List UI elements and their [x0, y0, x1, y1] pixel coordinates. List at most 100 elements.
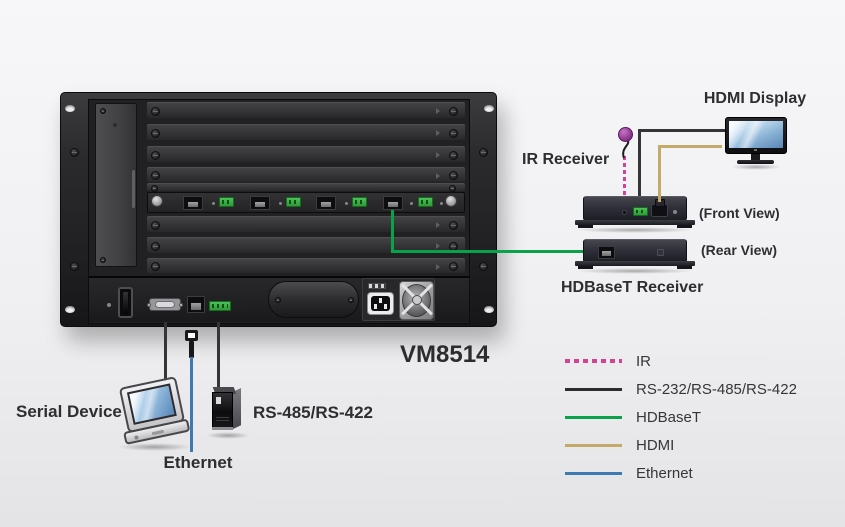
db9-post [147, 303, 151, 307]
rack-blank-slot [147, 258, 465, 273]
rack-ear-hole [65, 105, 75, 112]
hdbaset-receiver-label: HDBaseT Receiver [561, 279, 704, 296]
ethernet-plug-stem [189, 341, 194, 358]
serial-device-shadow [118, 443, 192, 451]
power-switch [118, 287, 133, 318]
slot-screw [449, 171, 458, 180]
hdbaset-cable-vertical [391, 210, 394, 252]
card-led [440, 202, 443, 205]
front-view-label: (Front View) [699, 205, 780, 221]
rack-blank-slot [147, 183, 465, 192]
slot-screw [151, 106, 160, 116]
fan-hub [412, 295, 422, 305]
receiver-foot [578, 225, 593, 228]
model-label: VM8514 [400, 341, 490, 368]
slot-screw [151, 184, 158, 192]
module-handle [132, 170, 135, 208]
slot-screw [449, 220, 458, 230]
rs485-device-label: RS-485/RS-422 [253, 403, 374, 422]
db9-serial-port [147, 298, 183, 311]
tower-front [212, 392, 233, 429]
card-thumbscrew [151, 195, 163, 207]
receiver-front-flange [575, 220, 695, 225]
slot-marker [436, 222, 440, 228]
port-led [279, 202, 282, 205]
ethernet-port [187, 296, 205, 313]
hdbaset-receiver-front [583, 196, 687, 221]
iec-pin [374, 304, 377, 309]
hdbaset-out-port [383, 196, 403, 210]
receiver-terminal-block [633, 207, 648, 216]
base-slot [151, 429, 165, 436]
legend-item: HDMI [565, 431, 797, 459]
slot-marker [436, 172, 440, 179]
legend-item: RS-232/RS-485/RS-422 [565, 375, 797, 403]
slot-screw [449, 128, 458, 138]
hdbaset-receiver-rear [583, 239, 687, 263]
bay-screw [275, 297, 281, 303]
receiver-foot [578, 266, 593, 269]
module-screw [100, 108, 106, 114]
tower-label [216, 397, 221, 404]
rack-ear-hole [484, 306, 494, 313]
tower-side [233, 388, 241, 429]
legend-label: RS-232/RS-485/RS-422 [636, 380, 797, 398]
hdbaset-out-port [316, 196, 336, 210]
db9-inner [155, 301, 175, 308]
card-terminal-block [352, 197, 367, 207]
rack-ear-hole [65, 306, 75, 313]
slot-screw [151, 128, 160, 138]
receiver-foot [677, 266, 692, 269]
port-led [212, 202, 215, 205]
iec-cavity [371, 296, 390, 311]
hdbaset-in-port [598, 246, 615, 259]
slot-screw [151, 241, 160, 251]
hdmi-cable-vertical [658, 145, 661, 202]
slot-marker [436, 108, 440, 114]
slot-screw [151, 220, 160, 230]
serial-device-label: Serial Device [16, 402, 122, 421]
ir-receiver-icon [618, 127, 633, 142]
legend-item: IR [565, 347, 797, 375]
rack-ear-screw [479, 262, 488, 271]
rs485-cable [217, 322, 220, 388]
ethernet-label: Ethernet [163, 453, 233, 472]
power-switch-rocker [123, 292, 128, 313]
legend-item: Ethernet [565, 459, 797, 487]
hdmi-display-label: HDMI Display [703, 90, 807, 107]
power-supply-module [362, 278, 435, 321]
rack-blank-slot [147, 102, 465, 118]
legend-swatch-ethernet [565, 471, 622, 475]
legend-label: IR [636, 352, 651, 370]
module-screw [100, 257, 106, 263]
terminal-screen [126, 383, 177, 425]
hdbaset-out-port [250, 196, 270, 210]
receiver-led [673, 210, 677, 214]
legend-label: HDMI [636, 436, 675, 454]
iec-pin [379, 298, 382, 303]
ir-receiver-label: IR Receiver [522, 151, 610, 168]
slot-screw [449, 184, 456, 192]
screen-glare [129, 385, 175, 423]
rack-blank-slot [147, 216, 465, 232]
ir-port [622, 210, 627, 215]
tower-vent [216, 417, 229, 418]
card-thumbscrew [445, 195, 457, 207]
rs232-display-cable-horizontal [638, 129, 727, 132]
rs485-device-icon [211, 386, 243, 434]
rear-view-label: (Rear View) [701, 242, 777, 258]
serial-cable [164, 322, 167, 390]
rack-blank-slot [147, 124, 465, 140]
serial-device-icon [114, 374, 198, 454]
hdbaset-out-port [183, 196, 203, 210]
psu-fan [399, 281, 434, 320]
card-terminal-block [219, 197, 234, 207]
slot-marker [436, 152, 440, 158]
slot-marker [436, 243, 440, 249]
blank-power-bay [268, 281, 359, 318]
io-led [107, 303, 111, 307]
tower-vent [216, 420, 229, 421]
card-terminal-block [286, 197, 301, 207]
hdmi-cable-horizontal [658, 145, 722, 148]
